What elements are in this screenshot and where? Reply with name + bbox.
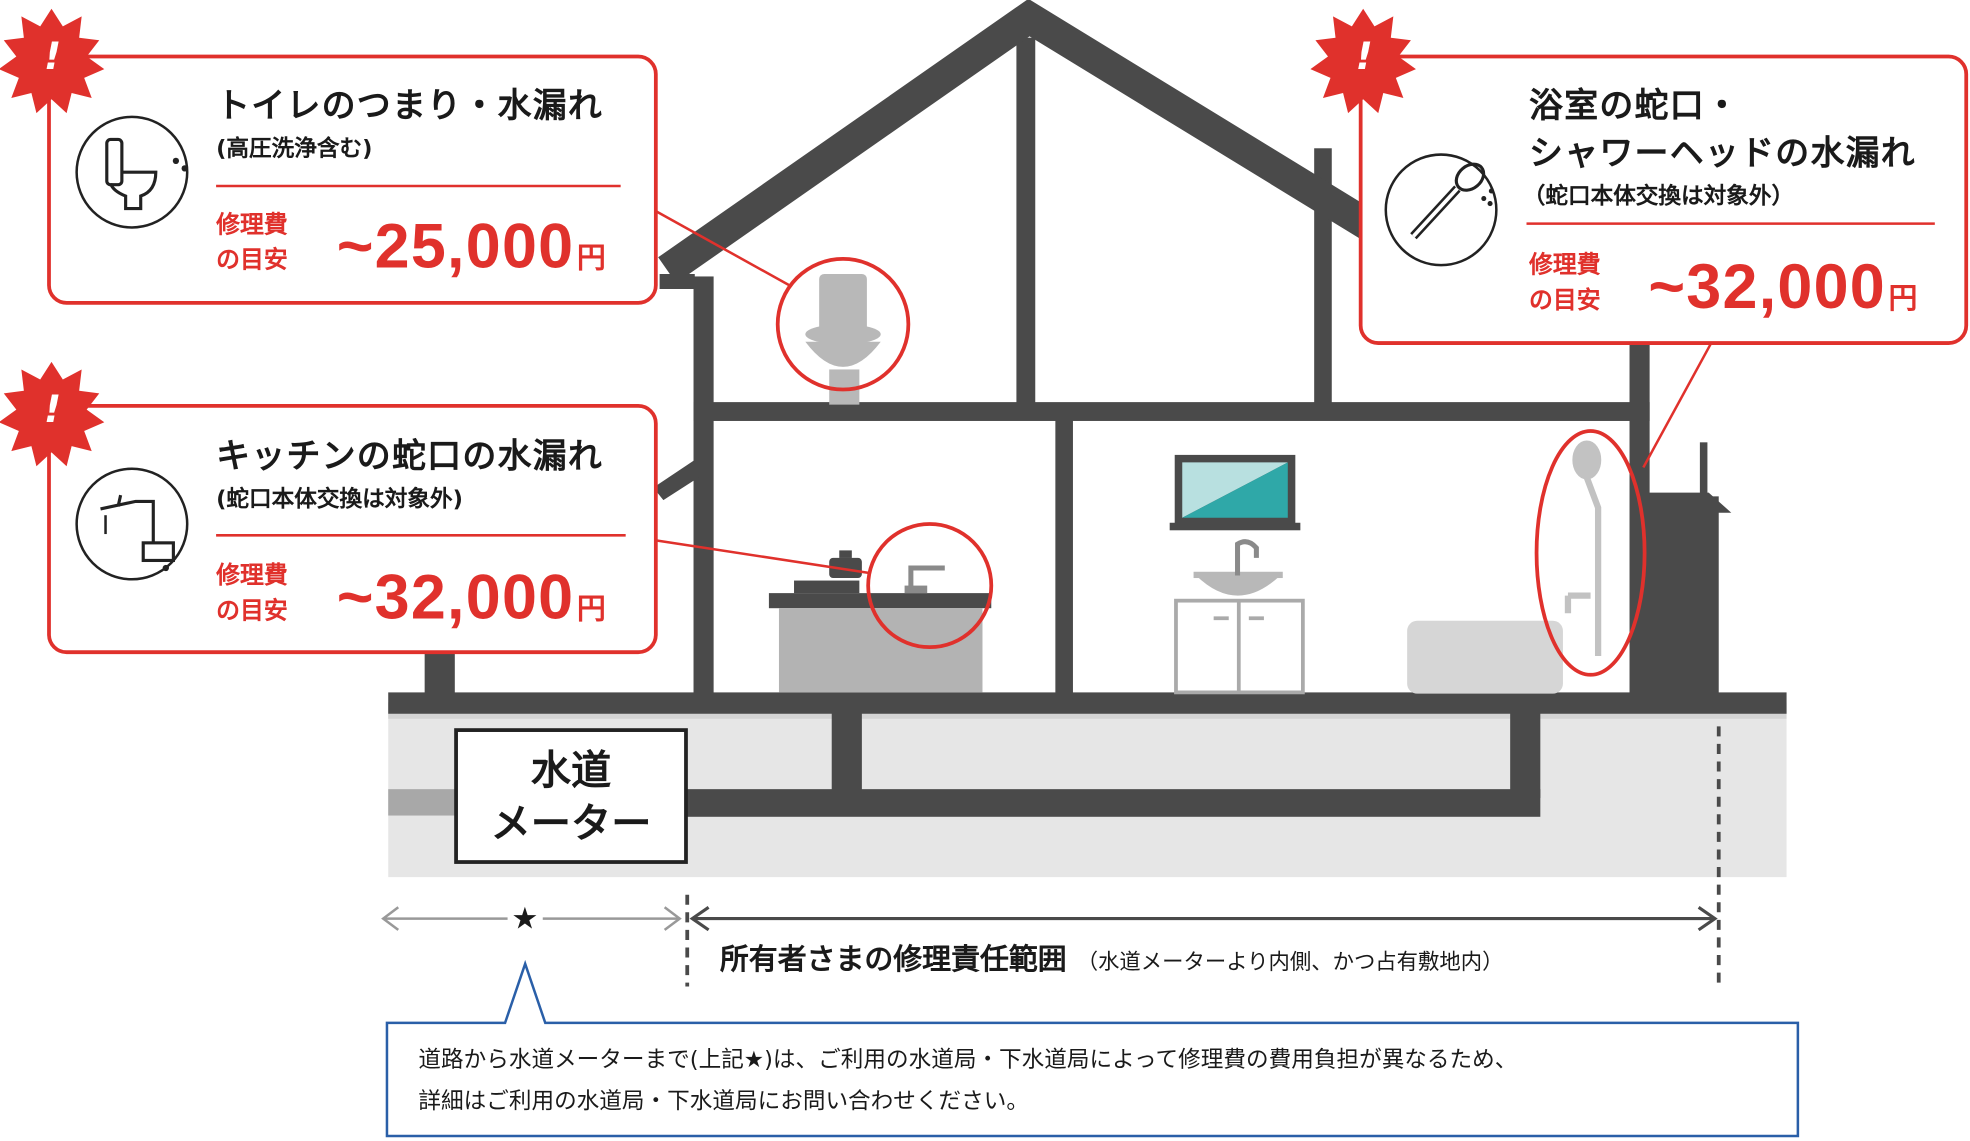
bath-title-line-1: 浴室の蛇口・ — [1529, 86, 1741, 126]
kitchen-cost-label-1: 修理費 — [216, 561, 288, 590]
info-note-line-1: 道路から水道メーターまで(上記★)は、ご利用の水道局・下水道局によって修理費の費… — [418, 1046, 1518, 1074]
roof-eave — [659, 273, 695, 290]
kitchen-subtitle: (蛇口本体交換は対象外) — [216, 486, 463, 513]
toilet-icon — [75, 115, 189, 229]
shower-highlight-ring — [1534, 429, 1647, 677]
kitchen-title: キッチンの蛇口の水漏れ — [216, 437, 604, 477]
annex-pipe — [1699, 442, 1708, 499]
responsibility-label: 所有者さまの修理責任範囲 （水道メーターより内側、かつ占有敷地内） — [720, 935, 1504, 978]
right-annex — [1645, 496, 1719, 704]
bath-cost-label-2: の目安 — [1529, 286, 1601, 315]
alert-mark-toilet: ! — [43, 35, 62, 80]
toilet-price-yen: 円 — [576, 242, 608, 276]
street-pipe — [388, 789, 462, 816]
faucet-icon — [75, 467, 189, 581]
toilet-subtitle: (高圧洗浄含む) — [216, 135, 373, 163]
alert-starburst-toilet — [0, 8, 105, 114]
kitchen-price-value: ~32,000 — [336, 561, 575, 633]
public-range-arrow — [381, 906, 682, 931]
alert-mark-bath: ! — [1355, 35, 1373, 80]
kitchen-cost-label-2: の目安 — [216, 596, 288, 625]
toilet-illustration — [805, 273, 881, 405]
alert-mark-kitchen: ! — [43, 388, 62, 433]
bath-price-value: ~32,000 — [1648, 251, 1887, 322]
responsibility-note: （水道メーターより内側、かつ占有敷地内） — [1076, 949, 1504, 976]
kitchen-price-yen: 円 — [576, 593, 608, 626]
bath-subtitle: （蛇口本体交換は対象外） — [1522, 183, 1795, 210]
toilet-title: トイレのつまり・水漏れ — [216, 86, 604, 126]
info-note-box — [385, 959, 1800, 1138]
bath-callout-box — [1358, 54, 1969, 345]
owner-range-arrow — [689, 905, 1718, 932]
water-meter-box — [454, 728, 688, 864]
bath-title-line-2: シャワーヘッドの水漏れ — [1529, 134, 1916, 174]
lower-eave — [653, 457, 699, 501]
water-meter-line-2: メーター — [490, 799, 652, 847]
annex-roof — [1638, 492, 1732, 513]
info-note-line-2: 詳細はご利用の水道局・下水道局にお問い合わせください。 — [418, 1088, 1029, 1115]
kitchen-highlight-ring — [866, 522, 994, 650]
bath-cost-label-1: 修理費 — [1529, 251, 1601, 279]
shower-illustration — [1564, 440, 1602, 656]
bath-price-yen: 円 — [1888, 282, 1919, 316]
washroom-illustration — [1169, 454, 1305, 695]
bathtub-illustration — [1407, 620, 1563, 694]
toilet-price-value: ~25,000 — [336, 211, 575, 282]
water-meter-line-1: 水道 — [530, 746, 612, 795]
toilet-highlight-ring — [775, 256, 911, 392]
toilet-cost-label-1: 修理費 — [216, 211, 288, 239]
star-marker: ★ — [511, 900, 539, 937]
kitchen-leader-line — [655, 539, 870, 575]
roof — [658, 0, 1391, 284]
toilet-leader-line — [655, 210, 793, 288]
water-meter-label: 水道 メーター — [456, 744, 686, 850]
responsibility-title: 所有者さまの修理責任範囲 — [719, 943, 1067, 977]
bath-leader-line — [1642, 342, 1713, 469]
toilet-cost-label-2: の目安 — [216, 246, 288, 274]
kitchen-callout-box — [47, 404, 658, 655]
shower-head-icon — [1384, 153, 1498, 267]
toilet-callout-box — [47, 54, 658, 305]
